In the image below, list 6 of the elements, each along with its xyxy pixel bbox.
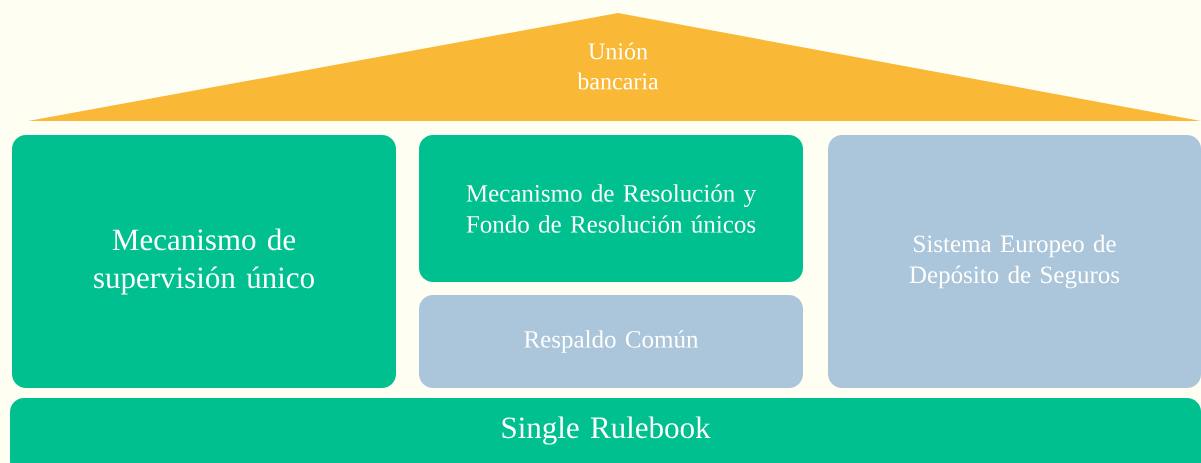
roof-triangle: Unión bancaria [28, 13, 1201, 121]
pillar-box: Mecanismo de supervisión único [12, 135, 396, 388]
pillar-box: Single Rulebook [10, 398, 1201, 463]
pillar-box: Sistema Europeo de Depósito de Seguros [828, 135, 1201, 388]
pillar-box: Mecanismo de Resolución y Fondo de Resolución únicos [419, 135, 803, 282]
pillar-box: Respaldo Común [419, 295, 803, 388]
